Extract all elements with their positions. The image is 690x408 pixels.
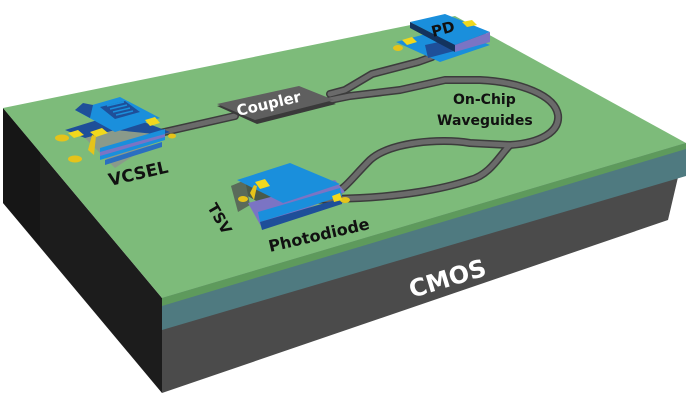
on-chip-waveguides-core bbox=[157, 54, 561, 203]
waveguides-label-line1: On-Chip bbox=[453, 92, 516, 108]
oxide-layer bbox=[162, 143, 686, 330]
pd-label: PD bbox=[429, 17, 456, 40]
waveguides-label-line2: Waveguides bbox=[437, 113, 533, 129]
pd-device bbox=[393, 14, 490, 62]
coupler: Coupler bbox=[217, 86, 336, 124]
vcsel-device bbox=[55, 97, 176, 168]
chip-left-face-shade bbox=[3, 108, 40, 246]
photodiode-device bbox=[231, 163, 350, 230]
chip-top-edge bbox=[162, 143, 686, 306]
chip-left-face bbox=[3, 108, 162, 393]
